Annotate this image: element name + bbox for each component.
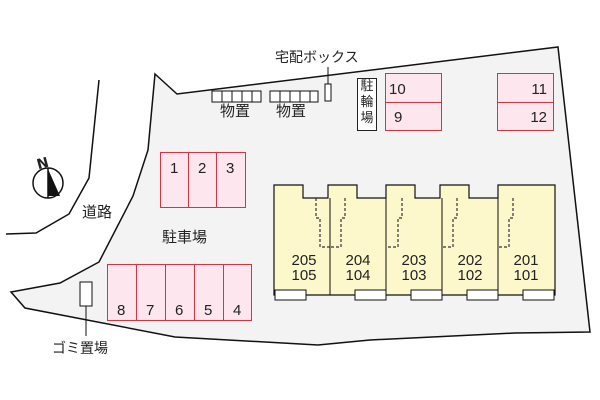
parking-space-10: 10 xyxy=(385,73,442,103)
parking-space-7: 7 xyxy=(136,264,166,321)
road-label: 道路 xyxy=(82,203,113,221)
parking-space-1: 1 xyxy=(160,152,189,208)
delivery-box xyxy=(324,83,332,102)
garbage-area xyxy=(79,281,93,307)
parking-space-4: 4 xyxy=(223,264,252,321)
parking-space-8: 8 xyxy=(107,264,137,321)
garbage-area-label: ゴミ置場 xyxy=(52,341,108,357)
apartment-building xyxy=(273,184,556,301)
road-edge-line xyxy=(5,79,100,235)
delivery-box-label: 宅配ボックス xyxy=(275,50,359,66)
parking-space-3: 3 xyxy=(216,152,246,208)
storage-label-1: 物置 xyxy=(220,102,251,120)
parking-space-9: 9 xyxy=(385,102,442,131)
parking-space-5: 5 xyxy=(194,264,224,321)
compass-icon xyxy=(32,167,64,199)
parking-space-6: 6 xyxy=(165,264,195,321)
storage-shed-2 xyxy=(269,90,319,103)
parking-lot-label: 駐車場 xyxy=(162,228,208,246)
storage-label-2: 物置 xyxy=(276,102,307,120)
parking-space-11: 11 xyxy=(497,73,554,103)
storage-shed-1 xyxy=(211,90,262,103)
parking-space-2: 2 xyxy=(188,152,217,208)
bicycle-parking-label: 駐輪場 xyxy=(357,78,377,131)
parking-space-12: 12 xyxy=(497,102,554,131)
